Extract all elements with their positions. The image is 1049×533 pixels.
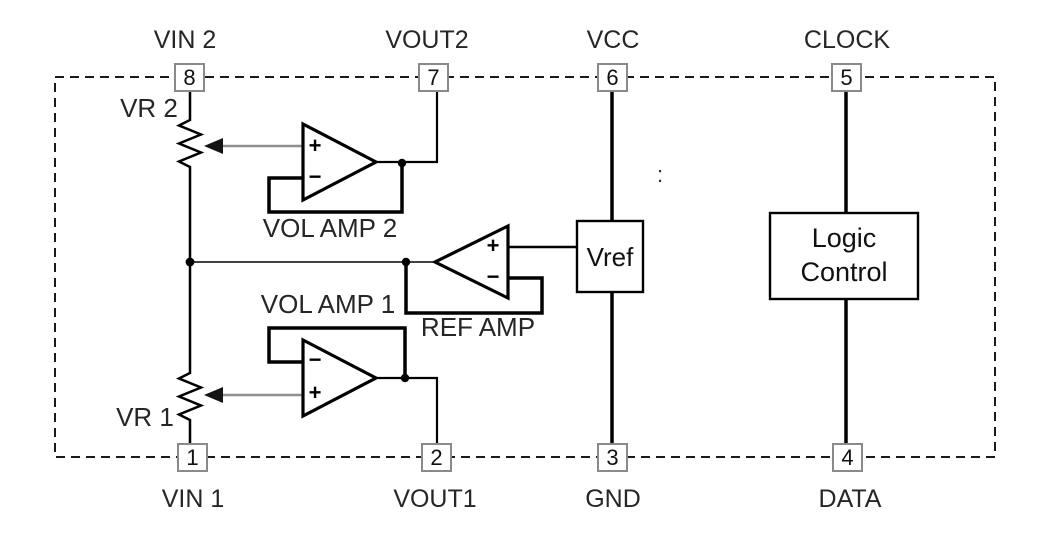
vol-amp2-minus-input: −	[309, 164, 322, 189]
ref-amp-plus-input: +	[487, 233, 500, 258]
vol-amp1-opamp-icon	[301, 337, 380, 419]
pin-7-box	[418, 63, 449, 92]
pin-6-box	[597, 63, 628, 92]
vr1-label: VR 1	[116, 402, 174, 432]
pin-2-box	[421, 443, 452, 472]
vref-box	[575, 219, 645, 294]
pin-5-box	[831, 63, 862, 92]
logic-control-box	[768, 211, 920, 301]
stray-colon-artifact: :	[657, 162, 663, 187]
pin-label-vout2: VOUT2	[385, 26, 468, 54]
vol-amp1-minus-input: −	[309, 347, 322, 372]
junction-dot-vol-amp2-out	[397, 158, 407, 168]
ref-amp-feedback-wire	[404, 262, 544, 315]
pin-5-number: 5	[840, 65, 852, 90]
vol-amp1-label: VOL AMP 1	[261, 289, 395, 319]
vr2-vr1-resistor-chain	[175, 91, 205, 444]
pin-6-number: 6	[606, 65, 618, 90]
pin-label-vin1: VIN 1	[162, 485, 225, 513]
logic-control-label-line2: Control	[800, 257, 887, 287]
junction-dot-chain-mid	[185, 257, 195, 267]
vr2-wiper-arrow-icon	[204, 138, 223, 154]
pin-1-number: 1	[186, 445, 198, 470]
vol-amp2-plus-input: +	[309, 133, 322, 158]
pin-8-box	[174, 63, 205, 92]
junction-dot-ref-node	[401, 257, 411, 267]
pin-3-box	[597, 443, 628, 472]
vol-amp2-feedback-wire	[267, 164, 404, 214]
pin-4-number: 4	[841, 445, 853, 470]
pin-3-number: 3	[606, 445, 618, 470]
vol-amp1-output-wire	[376, 376, 439, 444]
vref-label: Vref	[587, 242, 634, 272]
ref-amp-label: REF AMP	[421, 312, 535, 342]
pin-8-number: 8	[183, 65, 195, 90]
pin-label-vcc: VCC	[587, 26, 640, 54]
ref-amp-opamp-icon	[431, 223, 510, 301]
pin-7-number: 7	[427, 65, 439, 90]
pin-4-box	[832, 443, 863, 472]
vr2-label: VR 2	[120, 93, 178, 123]
chip-boundary-dashed	[54, 76, 996, 458]
pin-2-number: 2	[430, 445, 442, 470]
vol-amp2-opamp-icon	[301, 121, 380, 203]
pin-label-vout1: VOUT1	[393, 485, 476, 513]
vol-amp2-label: VOL AMP 2	[263, 213, 397, 243]
junction-dot-vol-amp1-out	[400, 373, 410, 383]
vol-amp2-output-wire	[376, 91, 439, 164]
vr1-wiper-arrow-icon	[204, 387, 223, 403]
pin-label-gnd: GND	[585, 485, 641, 513]
vol-amp1-plus-input: +	[309, 380, 322, 405]
logic-control-label-line1: Logic	[812, 223, 877, 253]
pin-label-vin2: VIN 2	[154, 26, 217, 54]
ref-amp-minus-input: −	[487, 264, 500, 289]
vol-amp1-feedback-wire	[267, 326, 407, 378]
pin-1-box	[177, 443, 208, 472]
pin-label-clock: CLOCK	[804, 26, 890, 54]
pin-label-data: DATA	[819, 485, 882, 513]
